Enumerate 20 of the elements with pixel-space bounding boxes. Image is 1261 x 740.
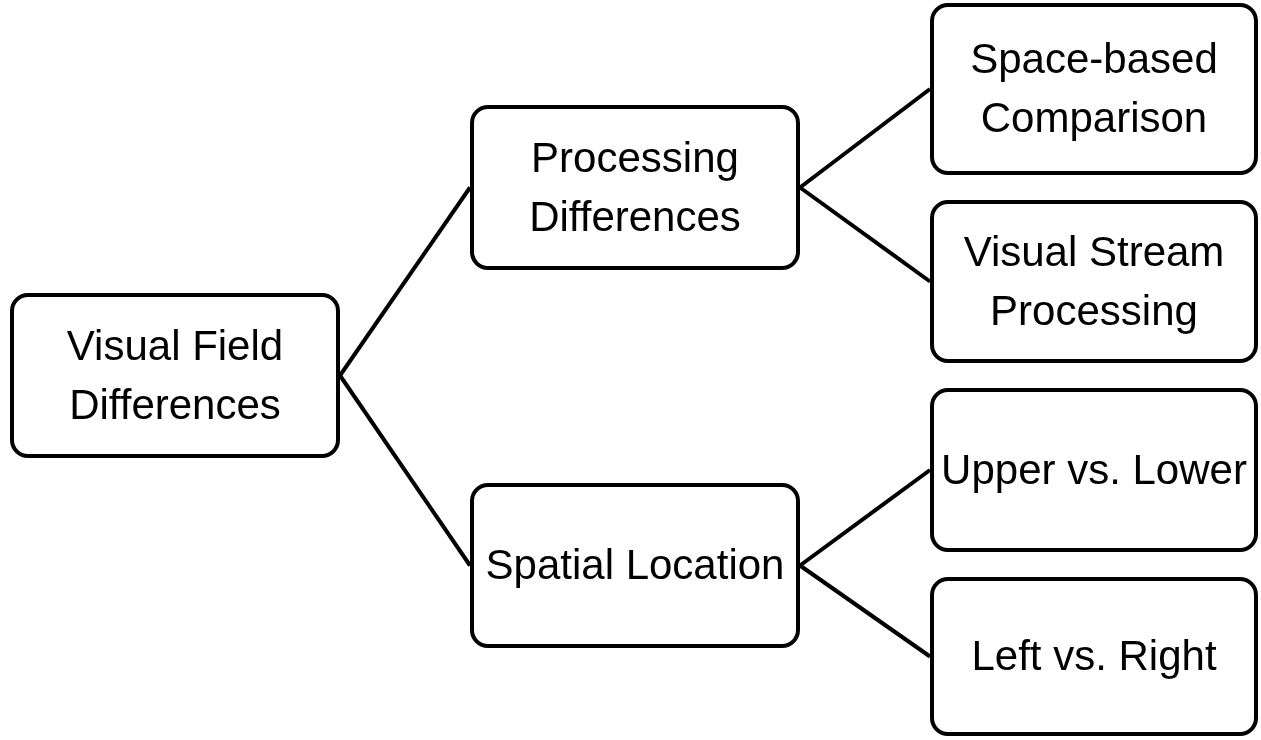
- connector-line: [798, 185, 932, 284]
- box-label: Processing Differences: [528, 132, 742, 242]
- category-box: [930, 3, 1258, 175]
- box-label: Spatial Location: [484, 540, 786, 591]
- category-box: [470, 105, 800, 270]
- connector-line: [338, 374, 472, 567]
- box-label: Visual Field Differences: [65, 320, 285, 430]
- box-label: Left vs. Right: [970, 631, 1218, 682]
- category-box: [930, 200, 1258, 363]
- category-box: [10, 293, 340, 458]
- connector-line: [338, 186, 472, 377]
- connector-line: [798, 563, 932, 659]
- category-box: [470, 483, 800, 648]
- box-label: Space-based Comparison: [969, 34, 1219, 143]
- category-box: [930, 388, 1258, 552]
- category-box: [930, 577, 1258, 736]
- box-label: Visual Stream Processing: [962, 226, 1226, 336]
- box-label: Upper vs. Lower: [940, 444, 1248, 495]
- connector-line: [798, 468, 932, 568]
- connector-line: [798, 87, 932, 190]
